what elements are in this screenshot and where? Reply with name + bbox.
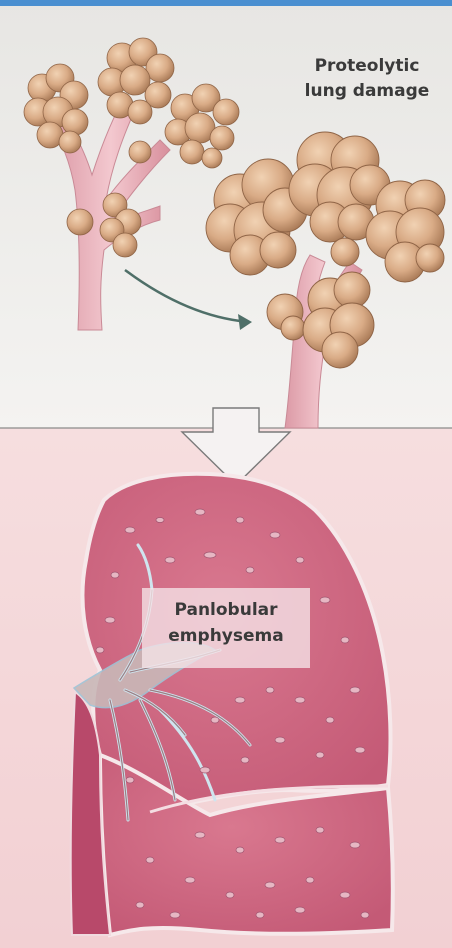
label-line-1: Panlobular xyxy=(142,597,310,623)
label-line-1: Proteolytic xyxy=(282,54,452,79)
label-line-2: lung damage xyxy=(282,79,452,104)
top-accent-bar xyxy=(0,0,452,6)
panlobular-emphysema-label: Panlobular emphysema xyxy=(142,588,310,668)
proteolytic-damage-label: Proteolytic lung damage xyxy=(282,54,452,104)
label-line-2: emphysema xyxy=(142,623,310,649)
